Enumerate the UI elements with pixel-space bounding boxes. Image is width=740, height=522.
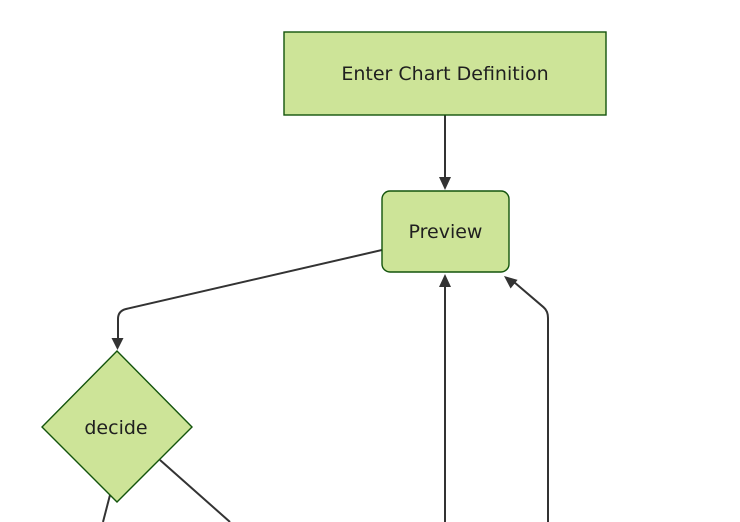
arrowhead-icon — [439, 274, 451, 287]
edge-line — [117, 249, 383, 339]
edge-preview-to-decide — [111, 249, 383, 350]
node-decide: decide — [41, 350, 193, 503]
node-preview-shape — [381, 190, 510, 273]
node-enter-chart-definition-shape — [283, 31, 607, 116]
node-decide-label: decide — [84, 417, 147, 439]
arrowhead-icon — [504, 276, 518, 289]
node-enter-chart-definition: Enter Chart Definition — [283, 31, 607, 116]
node-decide-shape — [41, 350, 193, 503]
edge-offscreen-bottom-to-preview — [439, 274, 451, 522]
edge-layer — [102, 115, 549, 522]
edge-line — [159, 459, 231, 522]
arrowhead-icon — [111, 338, 124, 350]
edge-line — [102, 494, 111, 522]
arrowhead-icon — [439, 177, 451, 190]
node-layer: Enter Chart Definition Preview decide — [41, 31, 607, 503]
edge-enter-chart-definition-to-preview — [439, 115, 451, 190]
edge-line — [513, 281, 549, 522]
node-enter-chart-definition-label: Enter Chart Definition — [341, 63, 548, 85]
edge-decide-to-offscreen-bottom-right — [159, 459, 231, 522]
node-preview-label: Preview — [409, 221, 483, 243]
node-preview: Preview — [381, 190, 510, 273]
edge-decide-to-offscreen-bottom-left — [102, 494, 111, 522]
edge-offscreen-bottom-right-to-preview — [504, 276, 549, 522]
